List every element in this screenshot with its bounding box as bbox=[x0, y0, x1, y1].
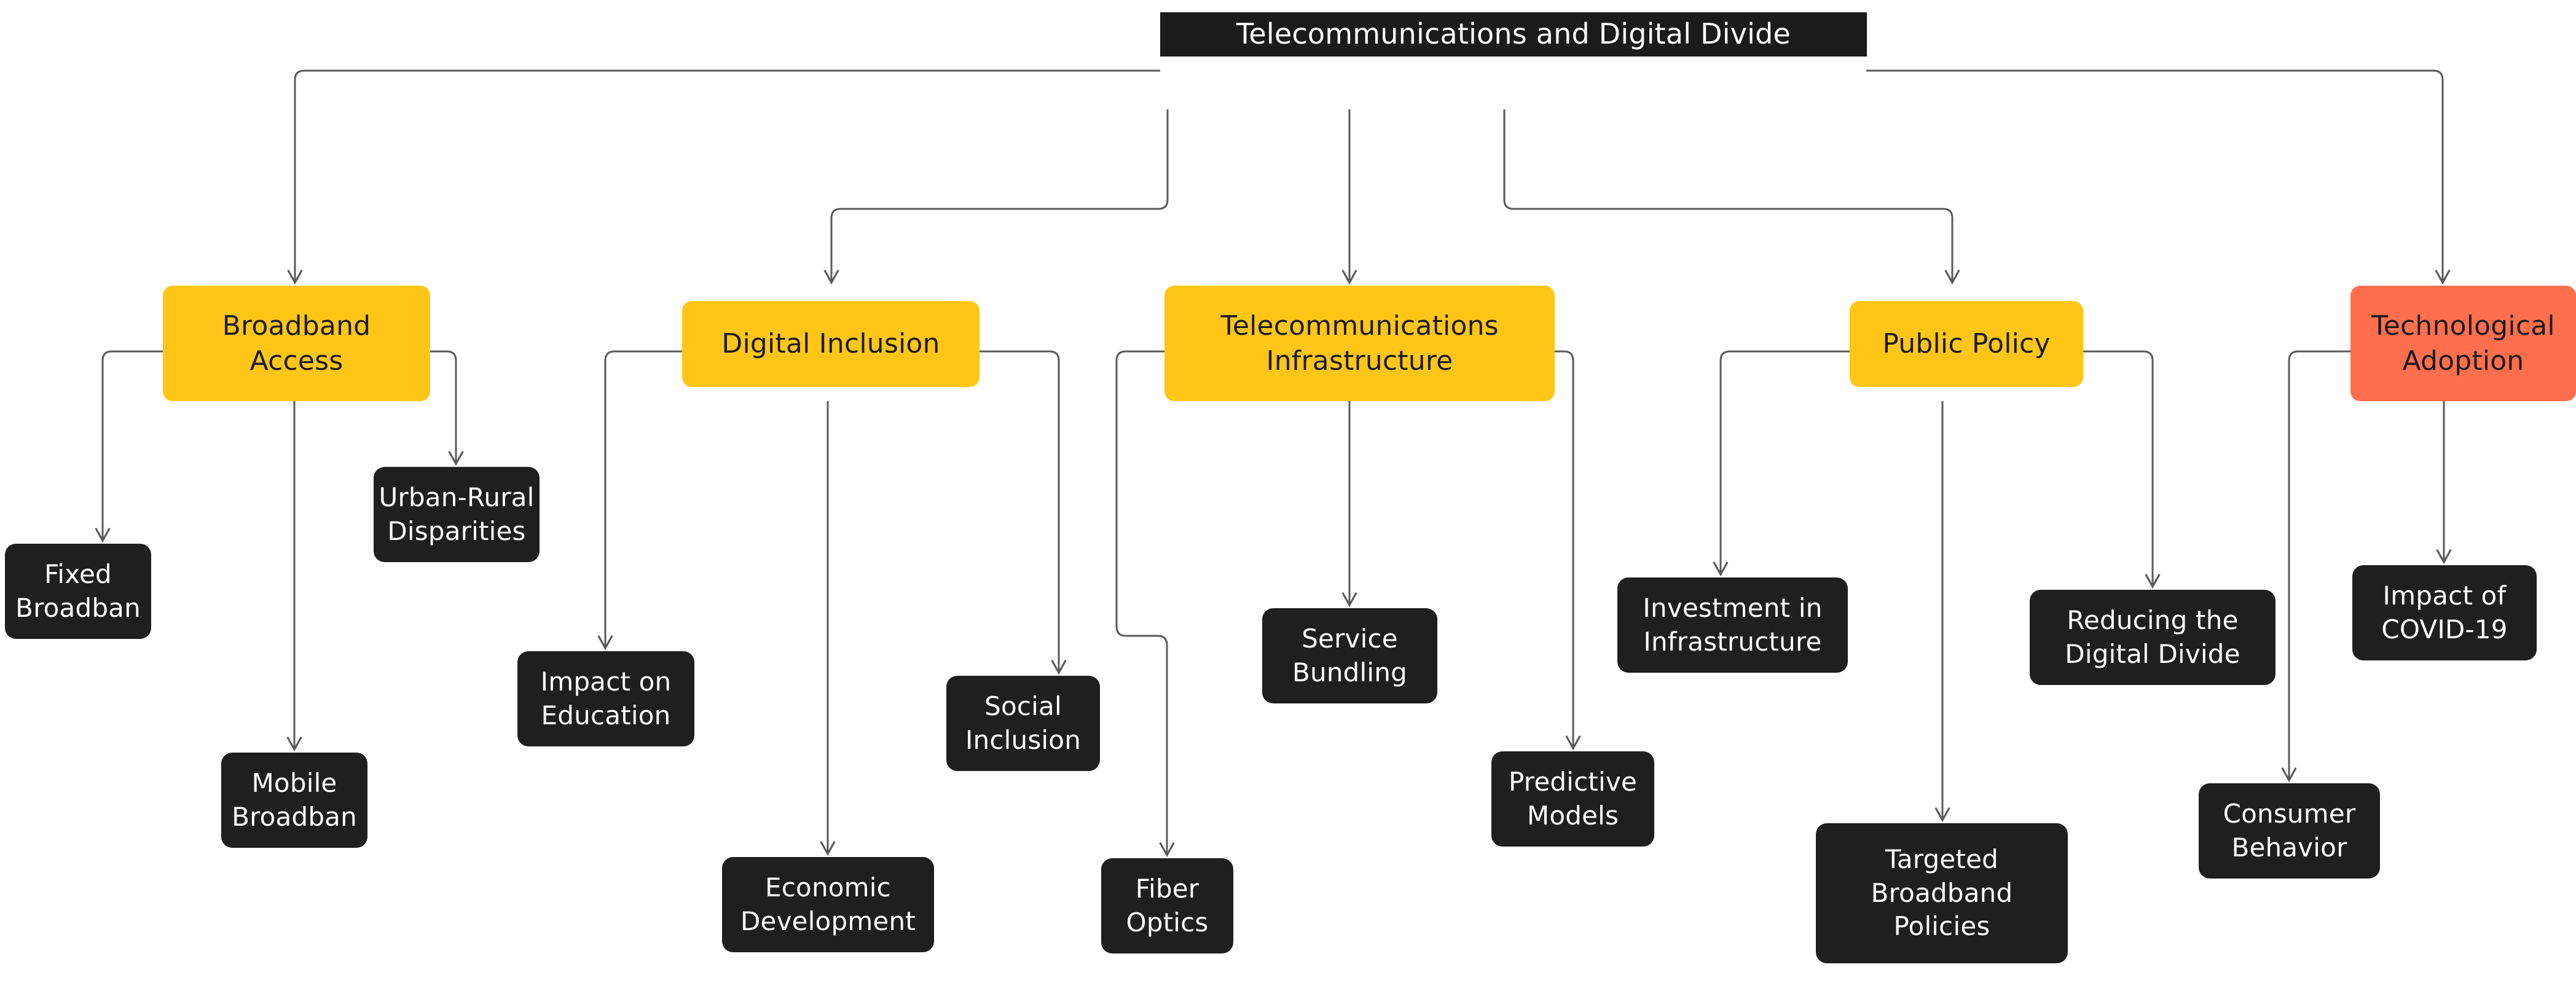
edge-public-policy-reducing-the-digital-divide bbox=[2083, 350, 2161, 589]
edge-technological-adoption-consumer-behavior bbox=[2281, 350, 2350, 783]
node-predictive-models[interactable]: Predictive Models bbox=[1491, 751, 1654, 847]
edge-digital-inclusion-social-inclusion bbox=[980, 350, 1067, 675]
node-service-bundling[interactable]: Service Bundling bbox=[1262, 608, 1437, 703]
node-telecommunications-infrastructure[interactable]: Telecommunications Infrastructure bbox=[1164, 286, 1555, 401]
node-social-inclusion[interactable]: Social Inclusion bbox=[946, 676, 1100, 771]
node-investment-in-infrastructure[interactable]: Investment in Infrastructure bbox=[1617, 577, 1848, 673]
node-public-policy[interactable]: Public Policy bbox=[1850, 301, 2083, 387]
edge-digital-inclusion-impact-on-education bbox=[597, 350, 682, 651]
node-consumer-behavior[interactable]: Consumer Behavior bbox=[2199, 783, 2380, 879]
node-technological-adoption[interactable]: Technological Adoption bbox=[2350, 286, 2576, 401]
node-targeted-broadband-policies[interactable]: Targeted Broadband Policies bbox=[1816, 823, 2068, 963]
edge-root-digital-inclusion bbox=[823, 109, 1169, 285]
edge-telecom-infrastructure-predictive-models bbox=[1555, 350, 1581, 751]
edge-root-public-policy bbox=[1503, 109, 1960, 285]
node-impact-on-education[interactable]: Impact on Education bbox=[517, 651, 694, 746]
node-mobile-broadband[interactable]: Mobile Broadban bbox=[221, 753, 367, 848]
node-fixed-broadband[interactable]: Fixed Broadban bbox=[5, 544, 151, 639]
edge-broadband-access-fixed-broadband bbox=[95, 350, 163, 543]
node-urban-rural-disparities[interactable]: Urban-Rural Disparities bbox=[374, 467, 540, 562]
node-root[interactable]: Telecommunications and Digital Divide bbox=[1160, 12, 1867, 57]
node-broadband-access[interactable]: Broadband Access bbox=[163, 286, 430, 401]
edge-root-broadband-access bbox=[287, 69, 1160, 285]
node-economic-development[interactable]: Economic Development bbox=[722, 857, 934, 952]
node-impact-of-covid-19[interactable]: Impact of COVID-19 bbox=[2352, 565, 2537, 660]
edge-broadband-access-urban-rural-disparities bbox=[430, 350, 464, 466]
node-reducing-the-digital-divide[interactable]: Reducing the Digital Divide bbox=[2030, 590, 2276, 685]
node-digital-inclusion[interactable]: Digital Inclusion bbox=[682, 301, 980, 387]
edge-telecom-infrastructure-fiber-optics bbox=[1115, 350, 1175, 858]
node-fiber-optics[interactable]: Fiber Optics bbox=[1101, 858, 1233, 953]
edge-public-policy-investment-in-infrastructure bbox=[1713, 350, 1850, 577]
edge-root-technological-adoption bbox=[1866, 69, 2451, 285]
